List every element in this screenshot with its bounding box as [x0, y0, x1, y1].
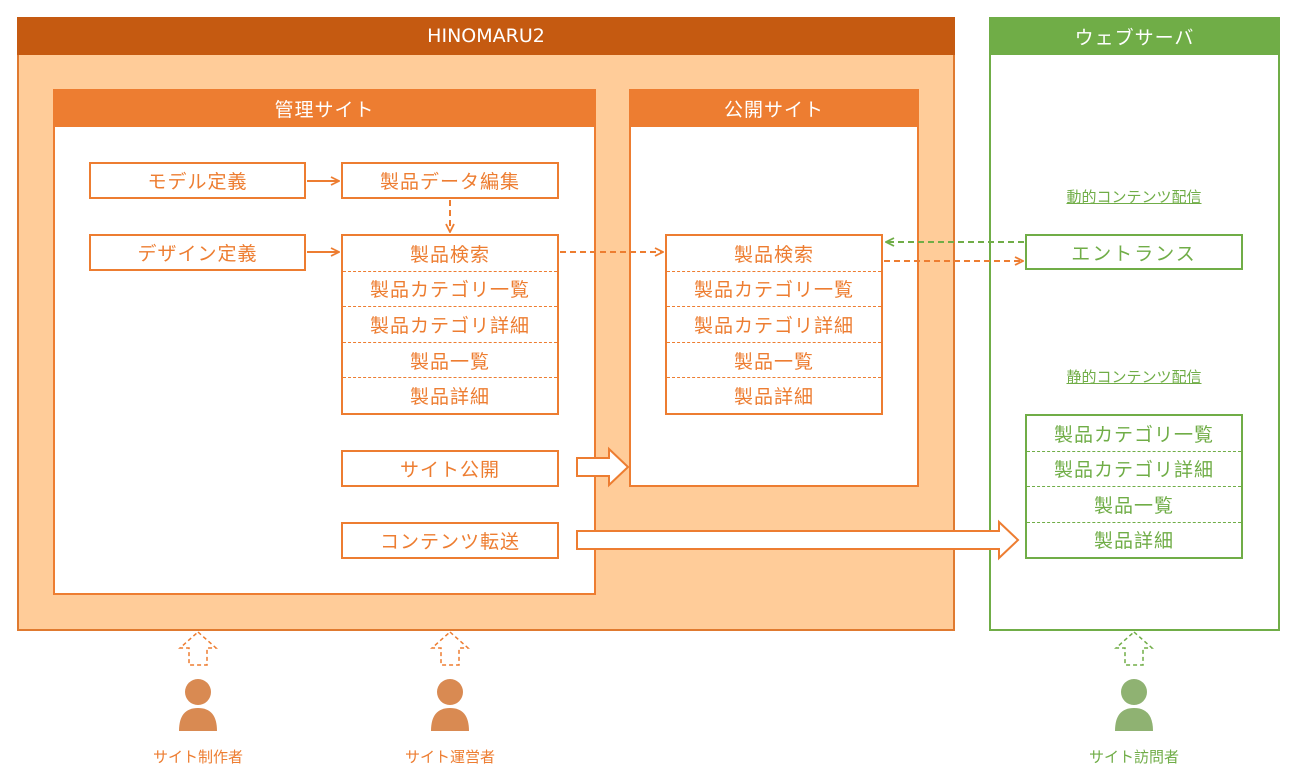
visitor-label: サイト訪問者: [1088, 748, 1179, 766]
operator-person-icon: [431, 679, 469, 731]
static-page-category-list: 製品カテゴリ一覧: [1053, 423, 1214, 446]
webserver-title: ウェブサーバ: [989, 17, 1280, 55]
public-page-category-detail: 製品カテゴリ詳細: [667, 306, 881, 342]
operator-up-arrow: [430, 630, 470, 666]
entrance-box: エントランス: [1025, 234, 1243, 270]
model-definition-box: モデル定義: [89, 162, 306, 199]
public-pages-stack: 製品検索 製品カテゴリ一覧 製品カテゴリ詳細 製品一覧 製品詳細: [665, 234, 883, 415]
admin-pages-stack: 製品検索 製品カテゴリ一覧 製品カテゴリ詳細 製品一覧 製品詳細: [341, 234, 559, 415]
visitor-person-icon: [1115, 679, 1153, 731]
product-data-edit-box: 製品データ編集: [341, 162, 559, 199]
visitor-up-arrow: [1114, 630, 1154, 666]
content-transfer-box: コンテンツ転送: [341, 522, 559, 559]
admin-page-category-list: 製品カテゴリ一覧: [343, 270, 557, 307]
dynamic-content-label: 動的コンテンツ配信: [1066, 188, 1202, 206]
admin-page-product-search: 製品検索: [409, 243, 490, 266]
static-page-product-list: 製品一覧: [1027, 486, 1241, 522]
admin-page-product-list: 製品一覧: [343, 341, 557, 378]
hinomaru-title: HINOMARU2: [17, 17, 955, 55]
transfer-block-arrow: [576, 519, 1020, 561]
admin-page-category-detail: 製品カテゴリ詳細: [343, 306, 557, 342]
creator-label: サイト制作者: [152, 748, 243, 766]
site-publish-box: サイト公開: [341, 450, 559, 487]
static-pages-stack: 製品カテゴリ一覧 製品カテゴリ詳細 製品一覧 製品詳細: [1025, 414, 1243, 559]
creator-person-icon: [179, 679, 217, 731]
public-site-title: 公開サイト: [629, 89, 919, 127]
public-page-product-search: 製品検索: [733, 243, 814, 266]
public-page-product-detail: 製品詳細: [667, 377, 881, 413]
design-definition-box: デザイン定義: [89, 234, 306, 271]
operator-label: サイト運営者: [404, 748, 495, 766]
admin-page-product-detail: 製品詳細: [343, 377, 557, 413]
publish-block-arrow: [576, 446, 630, 488]
public-page-product-list: 製品一覧: [667, 341, 881, 378]
creator-up-arrow: [178, 630, 218, 666]
static-content-label: 静的コンテンツ配信: [1066, 368, 1202, 386]
static-page-category-detail: 製品カテゴリ詳細: [1027, 450, 1241, 487]
public-page-category-list: 製品カテゴリ一覧: [667, 270, 881, 307]
admin-site-title: 管理サイト: [53, 89, 596, 127]
static-page-product-detail: 製品詳細: [1027, 521, 1241, 558]
